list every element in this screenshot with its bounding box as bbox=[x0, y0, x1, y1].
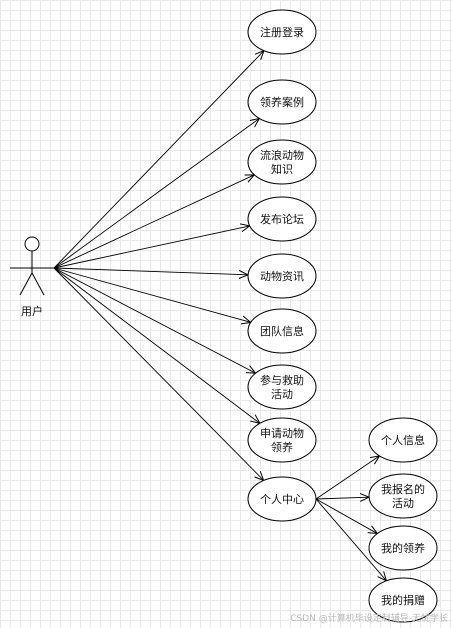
use-case-join-rescue-ellipse bbox=[247, 364, 317, 410]
use-case-stray-knowledge-ellipse bbox=[247, 139, 317, 185]
association-my-adoptions bbox=[315, 498, 377, 534]
use-case-my-adoptions[interactable]: 我的领养 bbox=[368, 525, 438, 571]
use-case-my-adoptions-label-line: 我的领养 bbox=[381, 541, 425, 555]
use-case-my-adoptions-ellipse bbox=[368, 525, 438, 571]
association-animal-news bbox=[53, 267, 248, 275]
association-my-registered-activities bbox=[315, 497, 369, 499]
use-case-apply-adoption-label-line: 领养 bbox=[271, 440, 293, 454]
association-register bbox=[53, 51, 264, 269]
use-case-team-info[interactable]: 团队信息 bbox=[247, 308, 317, 354]
use-case-adoption-cases[interactable]: 领养案例 bbox=[247, 79, 317, 125]
use-case-publish-forum-ellipse bbox=[247, 196, 317, 242]
actor-user[interactable]: 用户 bbox=[10, 236, 54, 318]
use-case-team-info-label-line: 团队信息 bbox=[260, 324, 304, 338]
actor-right-leg bbox=[31, 272, 45, 296]
use-case-stray-knowledge-label-line: 知识 bbox=[271, 162, 293, 176]
use-case-stray-knowledge-label-line: 流浪动物 bbox=[260, 148, 304, 162]
use-case-join-rescue-label-line: 活动 bbox=[271, 388, 293, 401]
use-case-register-ellipse bbox=[247, 9, 317, 55]
use-case-animal-news-ellipse bbox=[247, 253, 317, 299]
use-case-join-rescue-label-line: 参与救助 bbox=[260, 373, 304, 387]
use-case-register[interactable]: 注册登录 bbox=[247, 9, 317, 55]
association-apply-adoption bbox=[53, 267, 260, 423]
use-case-my-registered-activities-ellipse bbox=[368, 473, 438, 519]
association-stray-knowledge bbox=[53, 175, 254, 269]
use-case-apply-adoption-label-line: 申请动物 bbox=[260, 426, 304, 440]
watermark-text: CSDN @计算机毕设定制辅导-无忧学长 bbox=[290, 614, 448, 624]
association-adoption-cases bbox=[53, 118, 259, 269]
use-case-personal-center[interactable]: 个人中心 bbox=[247, 476, 317, 522]
actor-head bbox=[24, 236, 40, 252]
use-case-my-donations-label-line: 我的捐赠 bbox=[381, 593, 425, 607]
association-join-rescue bbox=[53, 267, 256, 373]
use-case-register-label-line: 注册登录 bbox=[260, 25, 304, 39]
use-case-team-info-ellipse bbox=[247, 308, 317, 354]
association-publish-forum bbox=[53, 226, 250, 269]
use-case-adoption-cases-label-line: 领养案例 bbox=[260, 95, 304, 109]
use-case-personal-info-ellipse bbox=[368, 417, 438, 463]
use-case-nodes: 注册登录领养案例流浪动物知识发布论坛动物资讯团队信息参与救助活动申请动物领养个人… bbox=[247, 9, 438, 623]
actor-left-leg bbox=[19, 272, 33, 296]
association-personal-info bbox=[315, 456, 380, 500]
association-my-donations bbox=[315, 498, 386, 581]
use-case-my-registered-activities-label-line: 活动 bbox=[392, 497, 414, 510]
use-case-my-donations-ellipse bbox=[368, 577, 438, 623]
use-case-animal-news[interactable]: 动物资讯 bbox=[247, 253, 317, 299]
use-case-publish-forum[interactable]: 发布论坛 bbox=[247, 196, 317, 242]
association-lines bbox=[53, 51, 386, 581]
use-case-publish-forum-label-line: 发布论坛 bbox=[260, 212, 304, 226]
use-case-adoption-cases-ellipse bbox=[247, 79, 317, 125]
use-case-personal-info[interactable]: 个人信息 bbox=[368, 417, 438, 463]
use-case-apply-adoption-ellipse bbox=[247, 417, 317, 463]
use-case-personal-info-label-line: 个人信息 bbox=[381, 433, 425, 447]
association-personal-center bbox=[53, 267, 264, 480]
actor-label: 用户 bbox=[21, 304, 43, 318]
use-case-my-registered-activities-label-line: 我报名的 bbox=[381, 482, 425, 496]
use-case-animal-news-label-line: 动物资讯 bbox=[260, 269, 304, 283]
association-team-info bbox=[53, 267, 251, 322]
use-case-personal-center-label-line: 个人中心 bbox=[260, 493, 304, 506]
use-case-personal-center-ellipse bbox=[247, 476, 317, 522]
use-case-my-donations[interactable]: 我的捐赠 bbox=[368, 577, 438, 623]
